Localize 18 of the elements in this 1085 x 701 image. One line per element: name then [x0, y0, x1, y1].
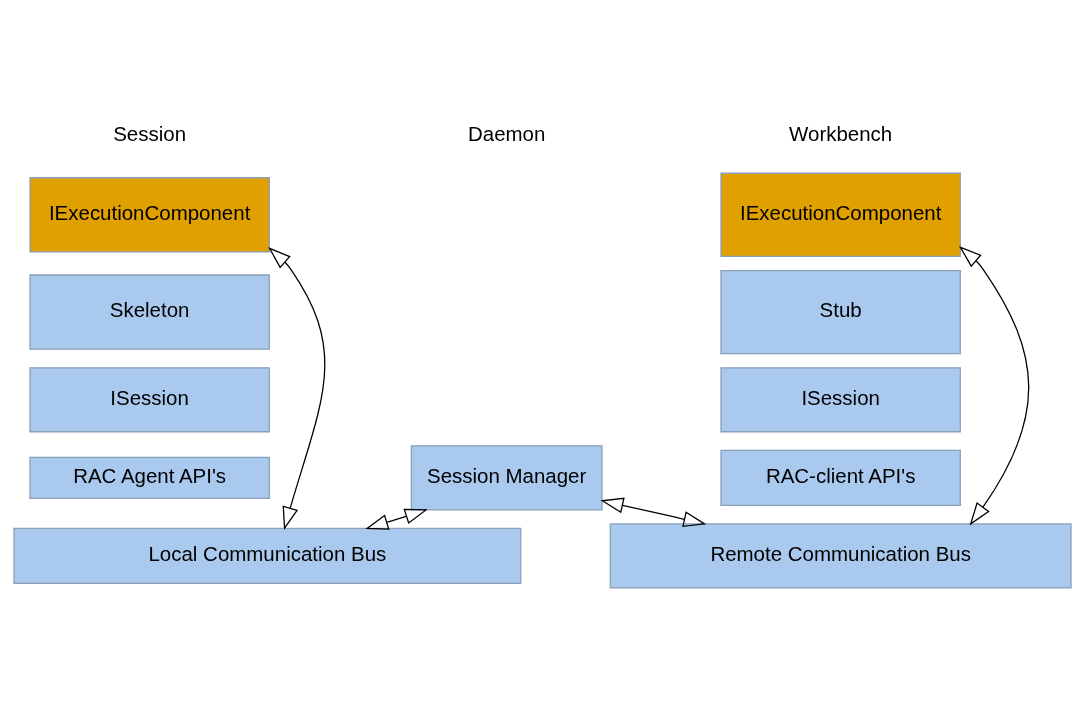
- label: Session: [113, 122, 187, 146]
- node-box: Session Manager: [410, 445, 603, 511]
- node-box: Local Communication Bus: [13, 527, 522, 585]
- node-box: RAC Agent API's: [29, 456, 270, 499]
- arrow: [600, 497, 707, 528]
- node-box: IExecutionComponent: [720, 172, 961, 258]
- node-box: ISession: [720, 367, 961, 433]
- node-box: RAC-client API's: [720, 449, 961, 506]
- node-box: IExecutionComponent: [29, 177, 270, 253]
- node-box: Stub: [720, 269, 961, 355]
- node-box: Remote Communication Bus: [609, 523, 1072, 589]
- arrow: [958, 246, 1030, 526]
- node-box: Skeleton: [29, 274, 270, 350]
- label: Workbench: [789, 122, 893, 146]
- node-box: ISession: [29, 367, 270, 433]
- arrow: [268, 247, 326, 530]
- arrow: [365, 508, 428, 530]
- label: Daemon: [467, 122, 546, 146]
